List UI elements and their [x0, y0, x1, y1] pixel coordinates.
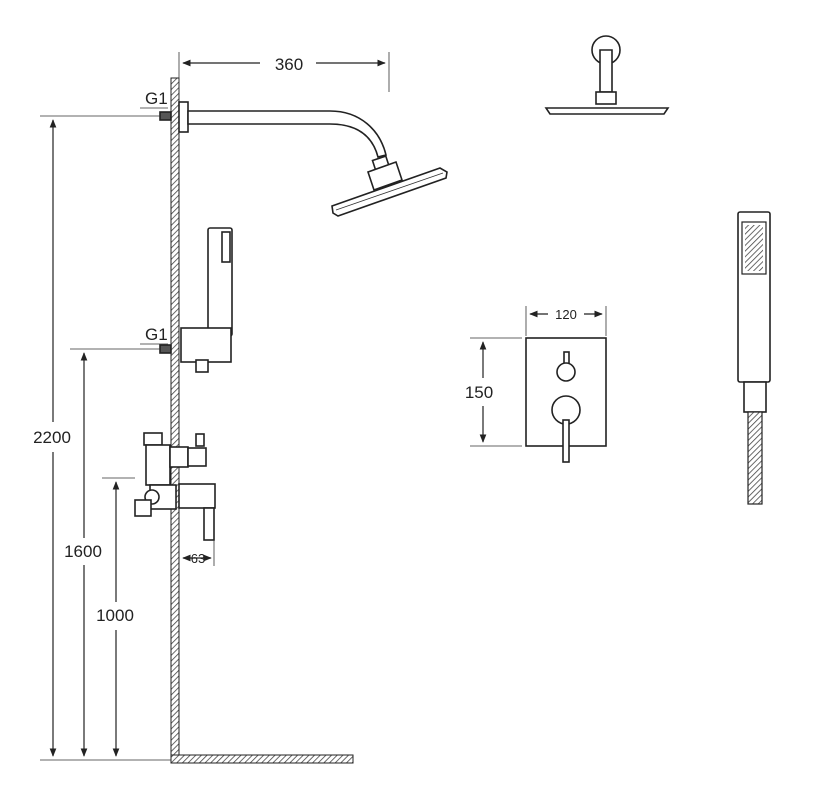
floor-hatch — [170, 754, 354, 764]
valve-top-port — [143, 432, 163, 446]
arm-flange — [178, 101, 189, 133]
hand-shower-detail — [737, 211, 771, 505]
height-holder-label: 1600 — [64, 542, 102, 561]
height-dimensions: 2200 1600 1000 — [33, 115, 171, 761]
diverter-stem — [563, 351, 570, 365]
wall-outlet-holder — [180, 327, 232, 363]
arm-length-label: 360 — [275, 55, 303, 74]
front-swivel — [595, 91, 617, 105]
top-g1-callout: G1 — [140, 89, 172, 121]
thread-mid-label: G1 — [145, 325, 168, 344]
wall-hatch — [170, 77, 180, 761]
shower-head-front-view — [544, 35, 670, 115]
arm-length-dimension: 360 — [178, 52, 390, 100]
valve-faceplate-detail: 120 150 — [465, 306, 607, 463]
thread-mid-fitting — [159, 344, 172, 354]
detail-nozzles — [745, 225, 763, 271]
thread-top-fitting — [159, 111, 172, 121]
mixer-lever — [562, 419, 570, 463]
valve-bottom-port — [134, 499, 152, 517]
hand-shower-assembly — [180, 227, 233, 373]
rain-shower-head — [331, 167, 448, 217]
valve-handle-base — [178, 483, 216, 509]
plate-width-label: 120 — [555, 307, 577, 322]
valve-cap-upper — [187, 447, 207, 467]
shower-arm — [187, 110, 387, 158]
height-valve-label: 1000 — [96, 606, 134, 625]
valve-stem-upper — [195, 433, 205, 447]
valve-side-port — [169, 446, 189, 468]
valve-body-upper — [145, 444, 171, 486]
outlet-nipple — [195, 359, 209, 373]
concealed-valve — [134, 432, 216, 541]
plate-height-label: 150 — [465, 383, 493, 402]
diverter-knob — [556, 362, 576, 382]
thread-top-label: G1 — [145, 89, 168, 108]
wall-offset-label: 63 — [191, 551, 205, 566]
wall-offset-dimension: 63 — [182, 540, 215, 566]
shower-head-assembly — [178, 101, 448, 217]
valve-lever — [203, 507, 215, 541]
detail-cone — [743, 381, 767, 413]
front-arm — [599, 49, 613, 93]
height-head-label: 2200 — [33, 428, 71, 447]
wall-section — [170, 77, 354, 764]
hand-shower-face — [221, 231, 231, 263]
front-rain-head — [544, 107, 670, 115]
head-swivel — [366, 160, 404, 192]
detail-hose — [747, 411, 763, 505]
